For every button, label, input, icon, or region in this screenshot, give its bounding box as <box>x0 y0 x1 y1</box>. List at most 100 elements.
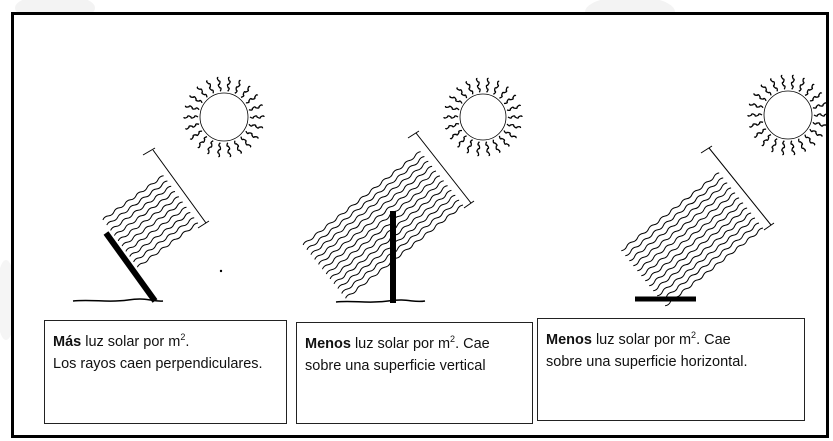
ground-line-2 <box>336 300 425 302</box>
sun-flame <box>450 96 462 104</box>
sun-flame <box>499 87 508 98</box>
sun-ray-line <box>645 203 743 281</box>
caption-1-line-2: Los rayos caen perpendiculares. <box>53 353 278 375</box>
sun-flame <box>754 93 766 101</box>
sun-flame <box>207 81 214 94</box>
sun-flame <box>184 116 198 118</box>
sun-flame <box>507 105 520 110</box>
sun-flame <box>813 122 826 126</box>
sun-flame <box>446 106 459 110</box>
sun-flame <box>235 141 242 154</box>
panel-1-scene <box>73 77 264 301</box>
sun-flame <box>207 141 213 154</box>
sun-flame <box>810 93 822 101</box>
sun-flame <box>457 88 467 99</box>
sun-icon-3 <box>748 75 826 154</box>
sun-flame <box>805 84 814 95</box>
sun-flame <box>504 131 516 139</box>
sun-ray-line <box>342 200 459 293</box>
panel-3-scene <box>621 75 826 305</box>
sun-flame <box>241 86 250 97</box>
sun-flame <box>507 124 520 128</box>
sun-flame <box>799 78 805 91</box>
sun-ray-line <box>629 183 727 261</box>
sun-ray-line <box>665 228 763 306</box>
sun-ray-line <box>346 205 463 298</box>
surface-perpendicular <box>106 233 155 301</box>
sun-flame <box>186 106 200 110</box>
sun-flame <box>197 87 207 98</box>
sun-flame <box>250 116 264 118</box>
sun-ray-line <box>625 178 723 256</box>
sun-ray-line <box>649 208 747 286</box>
sun-ray-line <box>633 188 731 266</box>
sun-flame <box>799 139 806 152</box>
sun-ray-line <box>661 223 759 301</box>
sun-flame <box>241 137 251 148</box>
sun-flame <box>814 114 826 116</box>
diagram-frame: Más luz solar por m2. Los rayos caen per… <box>11 12 829 438</box>
sun-flame <box>246 95 258 103</box>
sun-flame <box>781 75 785 89</box>
sun-disc <box>200 93 248 141</box>
sun-icon-2 <box>444 78 522 155</box>
sun-flame <box>190 95 202 103</box>
sun-flame <box>791 75 794 89</box>
sun-flame <box>508 116 522 118</box>
sun-flame <box>762 135 771 146</box>
sun-flame <box>249 105 263 110</box>
sun-flame <box>771 79 778 92</box>
sun-ray-line <box>657 218 755 296</box>
sun-ray-line <box>338 195 455 288</box>
sun-disc <box>764 91 812 139</box>
sun-flame <box>227 77 230 91</box>
sun-flame <box>504 95 516 103</box>
sun-flame <box>198 137 207 148</box>
sun-flame <box>186 124 200 129</box>
sun-ray-line <box>137 223 198 267</box>
sun-flame <box>249 124 263 128</box>
sun-flame <box>493 81 499 94</box>
sun-flame <box>466 82 473 95</box>
sun-flame <box>476 78 480 92</box>
caption-2-line-2: sobre una superficie vertical <box>305 355 524 377</box>
sun-flame <box>458 136 467 147</box>
sun-rays-3 <box>621 173 763 306</box>
sun-flame <box>761 85 771 96</box>
sun-flame <box>486 78 489 92</box>
sun-flame <box>217 77 221 91</box>
sun-flame <box>235 80 241 93</box>
sun-flame <box>791 141 795 155</box>
caption-box-3: Menos luz solar por m2. Cae sobre una su… <box>537 318 805 421</box>
sun-flame <box>467 140 473 153</box>
sun-ray-line <box>641 198 739 276</box>
sun-flame <box>782 141 785 155</box>
sun-flame <box>805 135 815 146</box>
caption-box-1: Más luz solar por m2. Los rayos caen per… <box>44 320 287 424</box>
sun-flame <box>810 129 822 137</box>
caption-3-line-2: sobre una superficie horizontal. <box>546 351 796 373</box>
caption-1-line-1: Más luz solar por m2. <box>53 331 278 353</box>
sun-flame <box>477 142 480 156</box>
sun-flame <box>450 131 462 139</box>
panel-2-scene <box>303 78 522 303</box>
sun-flame <box>750 122 764 127</box>
caption-3-line-1: Menos luz solar por m2. Cae <box>546 329 796 351</box>
sun-disc <box>460 94 506 140</box>
sun-flame <box>748 114 762 116</box>
sun-ray-line <box>621 173 719 251</box>
sun-flame <box>493 140 500 153</box>
sun-rays-2 <box>303 152 463 299</box>
sun-flame <box>499 136 509 147</box>
sun-ray-line <box>637 193 735 271</box>
measure-line-2 <box>416 133 471 203</box>
sun-ray-line <box>653 213 751 291</box>
sun-flame <box>750 104 764 108</box>
sun-flame <box>246 131 258 139</box>
sun-flame <box>444 116 458 118</box>
sun-flame <box>218 143 221 157</box>
sun-flame <box>486 142 490 156</box>
caption-box-2: Menos luz solar por m2. Cae sobre una su… <box>296 322 533 424</box>
sun-flame <box>813 103 826 108</box>
sun-flame <box>190 131 202 139</box>
